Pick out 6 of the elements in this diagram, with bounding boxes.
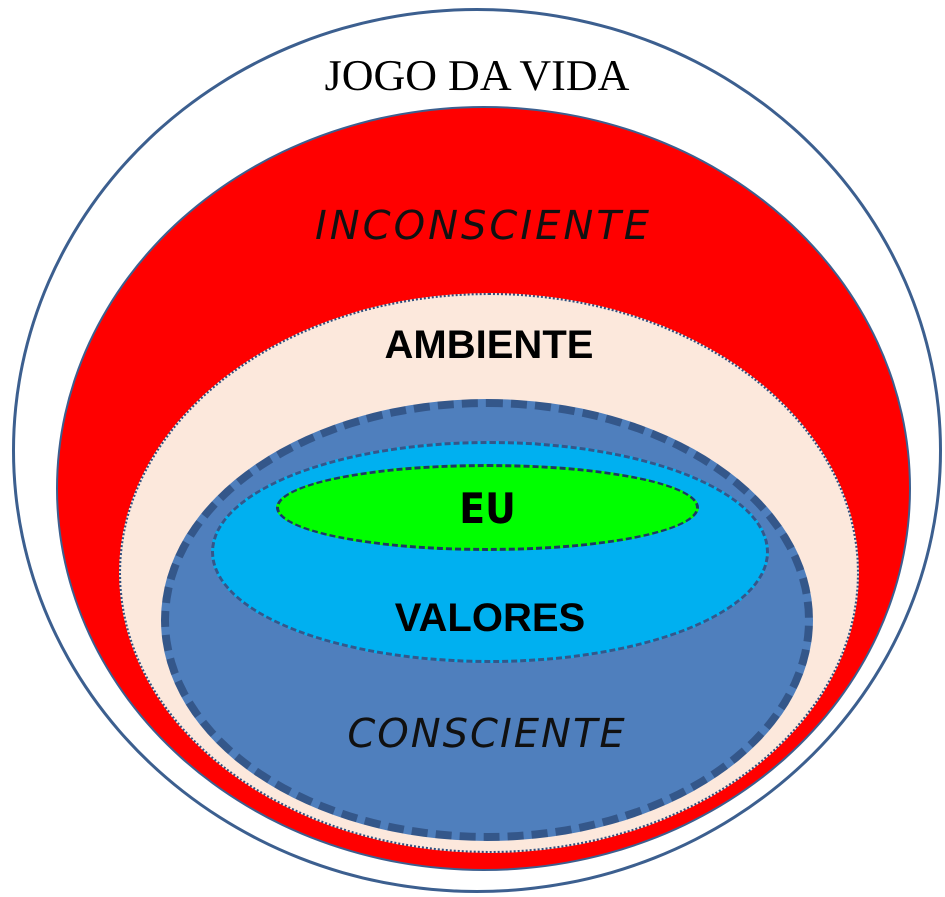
region-label: EU	[459, 484, 516, 534]
region-label: CONSCIENTE	[347, 711, 627, 759]
region-label: AMBIENTE	[384, 323, 594, 369]
region-label: JOGO DA VIDA	[324, 50, 630, 100]
region-label: VALORES	[394, 596, 586, 642]
region-label: INCONSCIENTE	[314, 203, 652, 251]
